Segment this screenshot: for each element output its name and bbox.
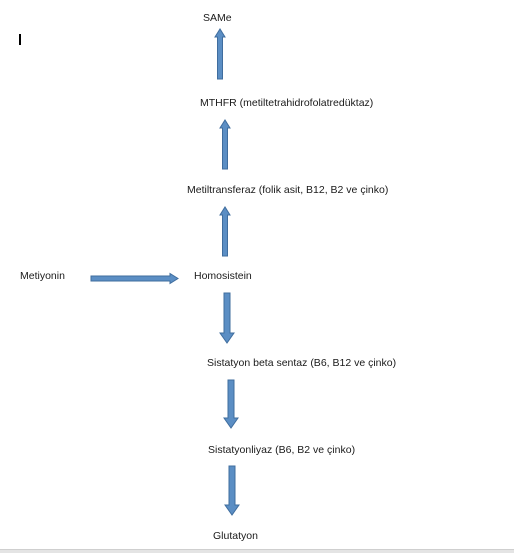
arrow-homosistein-to-metiltransferaz bbox=[219, 206, 231, 257]
arrow-mthfr-to-same bbox=[214, 28, 226, 80]
node-sistatyon-beta-sentaz: Sistatyon beta sentaz (B6, B12 ve çinko) bbox=[207, 357, 397, 369]
node-mthfr: MTHFR (metiltetrahidrofolatredüktaz) bbox=[200, 97, 374, 109]
arrow-metiyonin-to-homosistein bbox=[90, 272, 179, 285]
node-metiyonin: Metiyonin bbox=[20, 270, 65, 282]
arrow-metiltransferaz-to-mthfr bbox=[219, 119, 231, 170]
arrow-sistatyon-beta-sentaz-to-sistatyonliyaz bbox=[223, 379, 239, 429]
node-metiltransferaz: Metiltransferaz (folik asit, B12, B2 ve … bbox=[187, 184, 389, 196]
arrow-sistatyonliyaz-to-glutatyon bbox=[224, 465, 240, 516]
text-cursor bbox=[19, 34, 21, 45]
arrow-homosistein-to-sistatyon-beta-sentaz bbox=[219, 292, 235, 344]
node-glutatyon: Glutatyon bbox=[213, 530, 258, 542]
node-same: SAMe bbox=[203, 12, 232, 24]
node-sistatyonliyaz: Sistatyonliyaz (B6, B2 ve çinko) bbox=[208, 444, 356, 456]
page-bottom-edge bbox=[0, 549, 514, 553]
node-homosistein: Homosistein bbox=[194, 270, 252, 282]
